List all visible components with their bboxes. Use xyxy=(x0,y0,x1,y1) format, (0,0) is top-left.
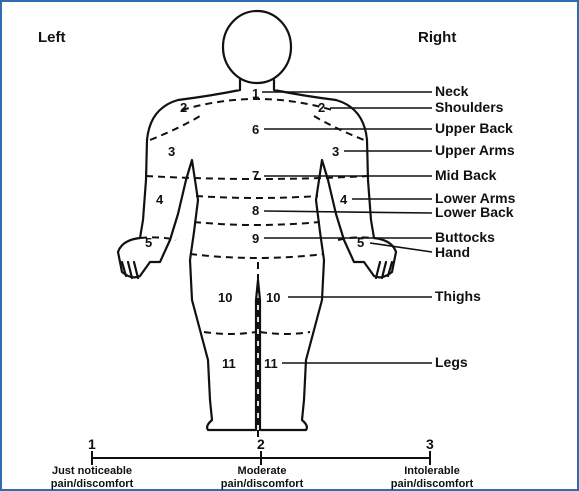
label-legs: Legs xyxy=(435,354,468,370)
region-number-lower-back: 8 xyxy=(252,203,259,218)
leader-hand xyxy=(370,243,432,252)
region-number-lower-arm-left: 4 xyxy=(156,192,164,207)
mid-back-boundary xyxy=(196,196,318,198)
body-outline xyxy=(118,11,396,430)
region-number-leg-left: 11 xyxy=(222,356,236,371)
scale-3-line2: pain/discomfort xyxy=(391,478,474,490)
label-upper-arms: Upper Arms xyxy=(435,142,515,158)
region-number-thigh-left: 10 xyxy=(218,290,232,305)
region-number-upper-arm-right: 3 xyxy=(332,144,339,159)
region-number-buttocks: 9 xyxy=(252,231,259,246)
region-number-shoulder-right: 2 xyxy=(318,100,325,115)
lower-back-boundary xyxy=(194,222,320,225)
left-side-label: Left xyxy=(38,29,66,46)
label-mid-back: Mid Back xyxy=(435,167,497,183)
label-upper-back: Upper Back xyxy=(435,120,513,136)
region-number-shoulder-left: 2 xyxy=(180,100,187,115)
scale-number-1: 1 xyxy=(88,436,96,452)
scale-3-line1: Intolerable xyxy=(404,465,460,477)
right-side-label: Right xyxy=(418,29,456,46)
label-neck: Neck xyxy=(435,83,469,99)
leader-lower-back xyxy=(264,211,432,213)
scale-number-3: 3 xyxy=(426,436,434,452)
scale-number-2: 2 xyxy=(257,436,265,452)
region-number-upper-arm-left: 3 xyxy=(168,144,175,159)
region-number-upper-back: 6 xyxy=(252,122,259,137)
region-number-lower-arm-right: 4 xyxy=(340,192,348,207)
label-buttocks: Buttocks xyxy=(435,229,495,245)
region-number-leg-right: 11 xyxy=(264,356,278,371)
label-hand: Hand xyxy=(435,244,470,260)
label-lower-back: Lower Back xyxy=(435,204,514,220)
region-number-mid-back: 7 xyxy=(252,168,259,183)
head-outline xyxy=(223,11,291,83)
scale-1-line1: Just noticeable xyxy=(52,465,132,477)
label-shoulders: Shoulders xyxy=(435,99,504,115)
buttocks-boundary xyxy=(190,254,324,258)
scale-1-line2: pain/discomfort xyxy=(51,478,134,490)
region-number-hand-left: 5 xyxy=(145,235,152,250)
pain-scale: 1 2 3 Just noticeable pain/discomfort Mo… xyxy=(51,436,474,490)
region-labels: Neck Shoulders Upper Back Upper Arms Mid… xyxy=(435,83,516,370)
region-number-neck: 1 xyxy=(252,86,259,101)
region-number-thigh-right: 10 xyxy=(266,290,280,305)
label-thighs: Thighs xyxy=(435,288,481,304)
scale-2-line2: pain/discomfort xyxy=(221,478,304,490)
scale-2-line1: Moderate xyxy=(238,465,287,477)
